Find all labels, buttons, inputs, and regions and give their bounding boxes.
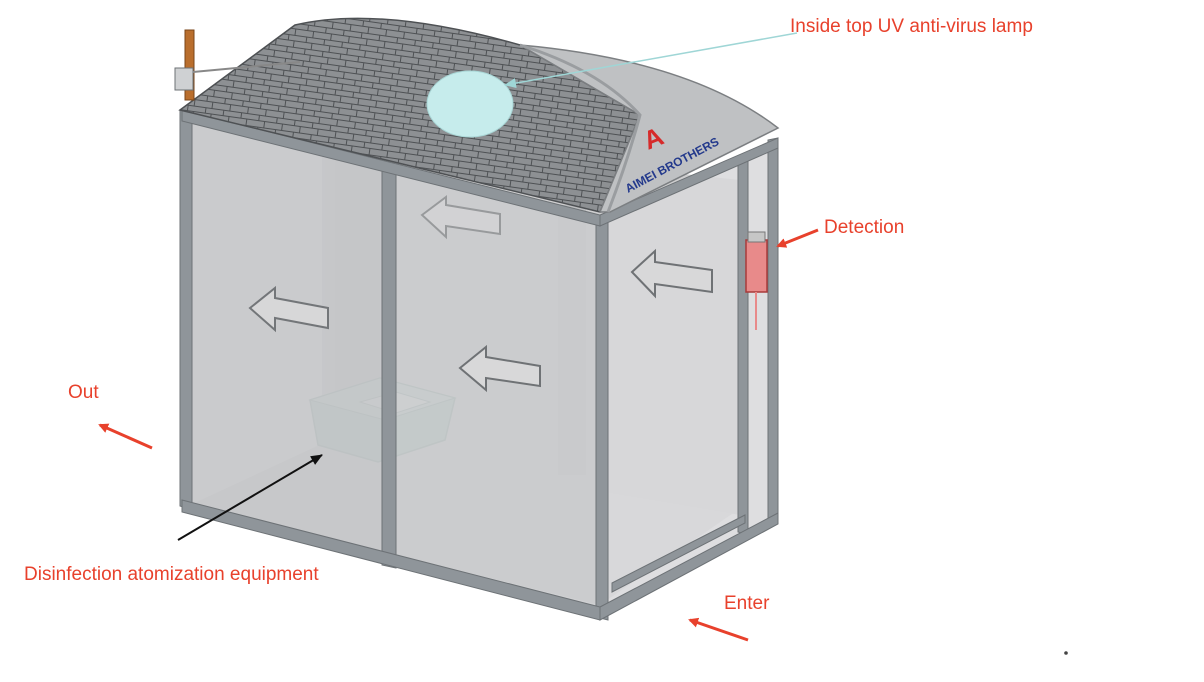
detection-device <box>745 231 768 330</box>
front-right-glass <box>385 170 598 615</box>
right-side-glass <box>598 140 778 615</box>
enter-label: Enter <box>724 593 770 614</box>
flow-arrow-center <box>458 344 541 393</box>
uv-lamp-label: Inside top UV anti-virus lamp <box>790 16 1033 37</box>
flow-arrows <box>248 195 713 393</box>
uv-lamp <box>426 70 514 138</box>
atomizer-pointer <box>177 454 323 541</box>
out-arrow <box>98 423 153 450</box>
flow-arrow-right <box>630 248 713 299</box>
antenna-pole <box>174 29 301 101</box>
uv-lamp-pointer <box>504 32 798 88</box>
booth-frame <box>179 109 779 621</box>
flow-arrow-left <box>248 285 329 333</box>
front-left-glass <box>182 115 385 565</box>
out-label: Out <box>68 382 99 403</box>
atomizer-label: Disinfection atomization equipment <box>24 564 319 585</box>
detection-pointer <box>776 228 819 248</box>
booth-roof <box>178 17 780 213</box>
detection-label: Detection <box>824 217 905 238</box>
enter-arrow <box>688 617 749 642</box>
flow-arrow-back <box>420 195 501 240</box>
